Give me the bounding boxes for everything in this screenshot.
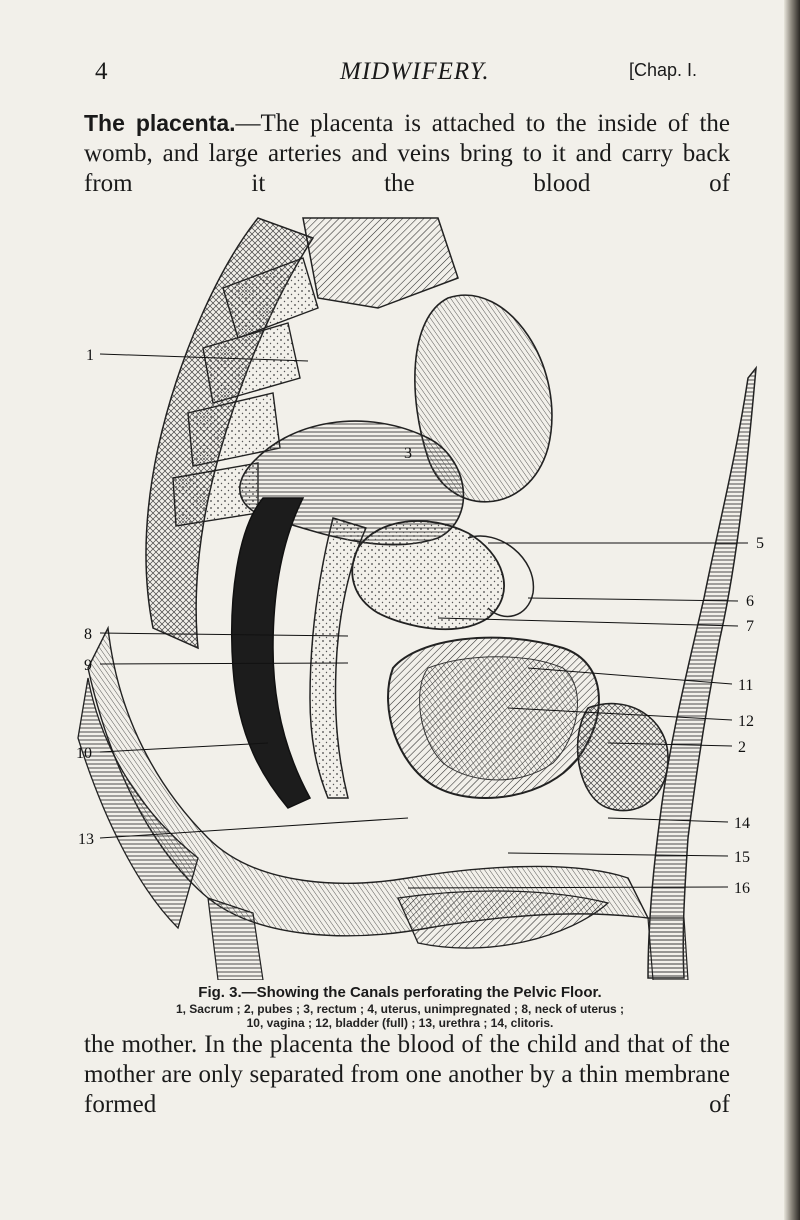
paragraph-heading: The placenta. — [84, 110, 236, 136]
pelvic-section-illustration: 1 3 5 6 7 8 9 10 11 12 2 13 14 15 16 — [76, 217, 764, 980]
bottom-paragraph: the mother. In the placenta the blood of… — [84, 1031, 730, 1118]
leader-line-10 — [99, 742, 269, 753]
buttock — [77, 677, 199, 930]
leader-line-11 — [527, 667, 733, 685]
running-header: 4 MIDWIFERY. [Chap. I. — [0, 58, 800, 92]
pelvic-section-figure: 1 3 5 6 7 8 9 10 11 12 2 13 14 15 16 — [48, 198, 778, 980]
vertebra — [202, 322, 301, 404]
callout-9: 9 — [84, 657, 92, 674]
chapter-title: MIDWIFERY. — [340, 58, 490, 85]
callout-leader-lines — [99, 353, 748, 889]
pubic-bone — [576, 702, 669, 812]
callout-2: 2 — [738, 739, 746, 756]
leader-line-9 — [99, 662, 349, 665]
rectal-canal — [231, 497, 312, 809]
leader-line-12 — [507, 707, 733, 721]
sacral-vertebrae — [172, 257, 319, 527]
callout-15: 15 — [734, 849, 750, 866]
thigh-left — [207, 897, 264, 980]
leader-line-2 — [607, 742, 733, 747]
callout-7: 7 — [746, 618, 754, 635]
caption-legend-line-2: 10, vagina ; 12, bladder (full) ; 13, ur… — [246, 1016, 554, 1030]
chapter-reference: [Chap. I. — [629, 60, 698, 80]
callout-11: 11 — [738, 677, 753, 694]
leader-line-6 — [527, 597, 739, 602]
callout-3: 3 — [404, 445, 412, 462]
callout-labels: 1 3 5 6 7 8 9 10 11 12 2 13 14 15 16 — [76, 347, 764, 897]
vulva — [397, 890, 610, 949]
leader-line-14 — [607, 817, 729, 823]
page-binding-edge — [784, 0, 800, 1220]
callout-8: 8 — [84, 626, 92, 643]
bladder-lumen — [419, 656, 578, 781]
top-paragraph: The placenta.—The placenta is attached t… — [84, 108, 730, 199]
vagina — [309, 517, 368, 799]
callout-16: 16 — [734, 880, 750, 897]
leader-line-1 — [99, 353, 309, 362]
page-number: 4 — [95, 58, 108, 85]
callout-1: 1 — [86, 347, 94, 364]
leader-line-13 — [99, 817, 409, 839]
callout-14: 14 — [734, 815, 750, 832]
uterine-fundus — [467, 535, 535, 618]
callout-13: 13 — [78, 831, 94, 848]
leader-line-16 — [407, 886, 729, 889]
callout-6: 6 — [746, 593, 754, 610]
callout-5: 5 — [756, 535, 764, 552]
intestine-loop — [414, 294, 553, 503]
leader-line-8 — [99, 632, 349, 637]
leader-line-15 — [507, 852, 729, 857]
uterus — [351, 520, 505, 631]
figure-caption: Fig. 3.—Showing the Canals perforating t… — [60, 983, 740, 1030]
lumbar-section — [302, 217, 459, 309]
paragraph-text: —The placenta is attached to the inside … — [84, 110, 731, 197]
caption-title: Fig. 3.—Showing the Canals perforating t… — [198, 984, 602, 1001]
callout-10: 10 — [76, 745, 92, 762]
vertebra — [222, 257, 319, 339]
leader-line-7 — [437, 617, 739, 627]
caption-legend-line-1: 1, Sacrum ; 2, pubes ; 3, rectum ; 4, ut… — [175, 1002, 625, 1016]
thigh-right — [647, 917, 689, 980]
callout-12: 12 — [738, 713, 754, 730]
